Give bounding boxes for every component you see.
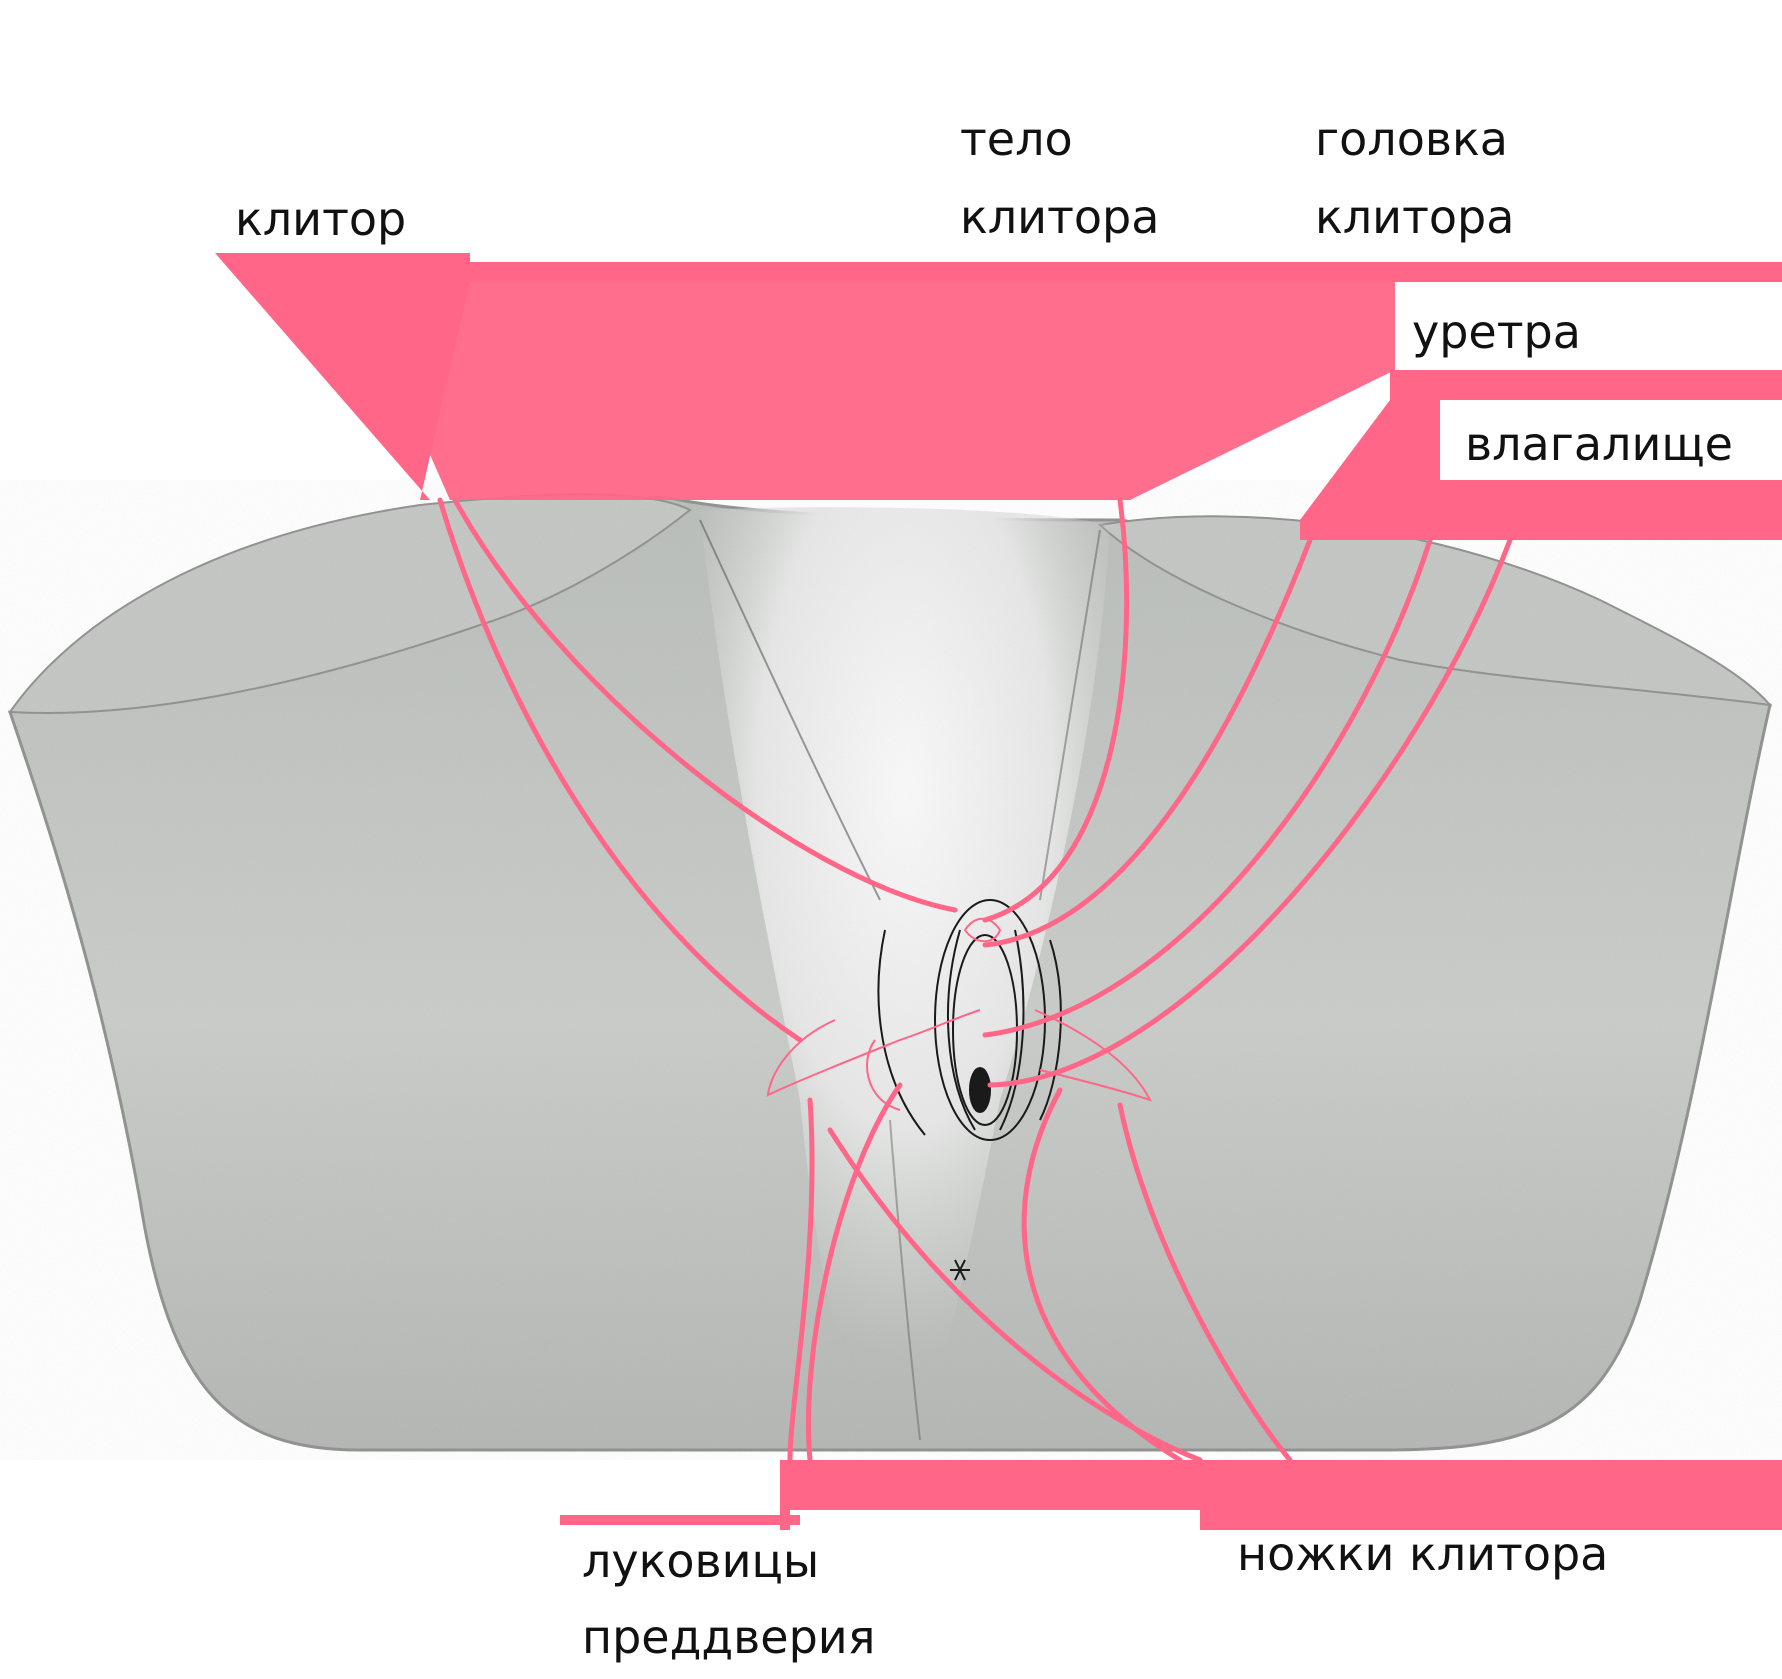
vagina-label-box bbox=[1440, 400, 1782, 480]
clitoral-structure bbox=[766, 917, 1152, 1111]
band-vagina bbox=[1300, 400, 1782, 540]
grain-overlay bbox=[0, 480, 1782, 1460]
leader-bulb-right bbox=[805, 1082, 903, 1463]
hair-stroke bbox=[877, 929, 926, 1136]
label-vestibular-bulbs-line2: преддверия bbox=[582, 1610, 876, 1664]
leader-crus-left bbox=[827, 1127, 1203, 1463]
label-bands bbox=[215, 253, 1782, 1530]
leader-lines bbox=[437, 497, 1513, 1463]
leader-glans bbox=[982, 537, 1313, 948]
label-vestibular-bulbs-line1: луковицы bbox=[582, 1534, 820, 1588]
hair-stroke bbox=[1039, 939, 1062, 1121]
leader-vagina bbox=[987, 537, 1513, 1088]
right-bulb-outline bbox=[1034, 1009, 1152, 1102]
label-glans-line1: головка bbox=[1315, 112, 1508, 166]
leader-crus-right bbox=[1117, 1102, 1293, 1463]
fold-line bbox=[1039, 529, 1101, 901]
label-clitoral-body-line1: тело bbox=[960, 112, 1073, 166]
band-top-fill bbox=[345, 262, 1782, 500]
leader-crus-outer bbox=[1021, 1087, 1183, 1463]
leader-urethra bbox=[982, 537, 1433, 1038]
anus-mark bbox=[950, 1259, 970, 1281]
vulva-sketch bbox=[877, 899, 1062, 1281]
label-clitoris: клитор bbox=[235, 192, 407, 246]
labia-fold bbox=[947, 929, 976, 1131]
leader-clitoris-right bbox=[452, 497, 958, 913]
leader-bulb-left bbox=[787, 1097, 815, 1463]
band-urethra-under bbox=[1390, 370, 1782, 400]
label-vagina: влагалище bbox=[1465, 417, 1733, 471]
body-shape bbox=[0, 480, 1782, 1460]
fold-line bbox=[889, 1119, 921, 1441]
label-clitoral-body-line2: клитора bbox=[960, 190, 1160, 244]
urethra-label-box bbox=[1395, 290, 1605, 370]
left-bulb-outline bbox=[766, 1009, 981, 1097]
labia-fold bbox=[999, 929, 1025, 1131]
label-urethra: уретра bbox=[1412, 305, 1581, 359]
label-glans-line2: клитора bbox=[1315, 190, 1515, 244]
vaginal-opening bbox=[969, 1067, 991, 1113]
fold-line bbox=[699, 519, 881, 901]
label-crura: ножки клитора bbox=[1237, 1527, 1609, 1581]
glans-outline bbox=[963, 917, 1002, 943]
left-crus-outline bbox=[866, 1039, 901, 1111]
band-bottom bbox=[780, 1460, 1782, 1530]
leader-body bbox=[982, 497, 1130, 923]
band-bulbs-underline bbox=[560, 1515, 800, 1525]
leader-clitoris-left bbox=[437, 497, 803, 1043]
